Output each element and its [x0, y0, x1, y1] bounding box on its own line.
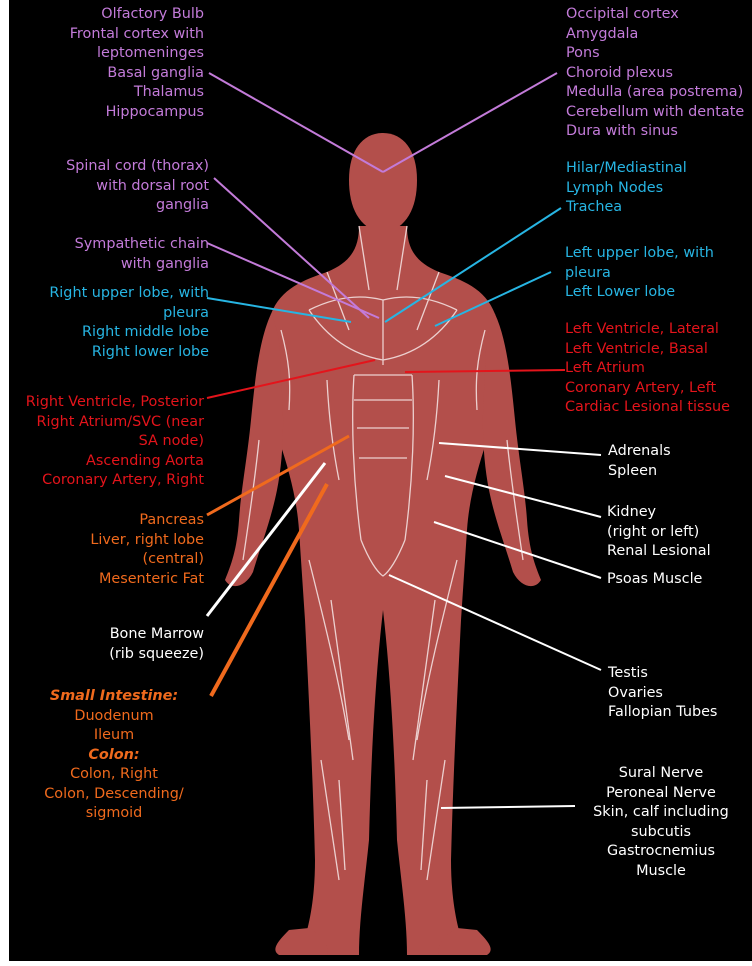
- label-line: Sural Nerve: [575, 764, 747, 784]
- leg-leader: [441, 806, 575, 808]
- label-line: Right lower lobe: [49, 343, 209, 363]
- reproductive-label: Testis Ovaries Fallopian Tubes: [608, 664, 717, 723]
- label-line: Coronary Artery, Right: [26, 471, 204, 491]
- label-line: Basal ganglia: [70, 64, 204, 84]
- label-line: Cardiac Lesional tissue: [565, 398, 730, 418]
- label-line: Medulla (area postrema): [566, 83, 744, 103]
- kidney-label: Kidney (right or left) Renal Lesional: [607, 503, 711, 562]
- diagram-canvas: Olfactory Bulb Frontal cortex with lepto…: [9, 0, 752, 961]
- label-line: Thalamus: [70, 83, 204, 103]
- label-line: Amygdala: [566, 25, 744, 45]
- label-line: Kidney: [607, 503, 711, 523]
- label-line: Choroid plexus: [566, 64, 744, 84]
- label-line: Ovaries: [608, 684, 717, 704]
- label-line: pleura: [565, 264, 714, 284]
- label-line: ganglia: [66, 196, 209, 216]
- body-silhouette: [225, 133, 541, 955]
- sympathetic-label: Sympathetic chain with ganglia: [75, 235, 209, 274]
- label-line: Gastrocnemius: [575, 842, 747, 862]
- brain-label-right: Occipital cortex Amygdala Pons Choroid p…: [566, 5, 744, 142]
- colon-heading: Colon:: [29, 746, 199, 766]
- small-intestine-heading: Small Intestine:: [29, 687, 199, 707]
- label-line: Liver, right lobe: [90, 531, 204, 551]
- label-line: Spleen: [608, 462, 671, 482]
- label-line: Ileum: [29, 726, 199, 746]
- label-line: Peroneal Nerve: [575, 784, 747, 804]
- leg-label: Sural Nerve Peroneal Nerve Skin, calf in…: [575, 764, 747, 881]
- label-line: (right or left): [607, 523, 711, 543]
- label-line: Lymph Nodes: [566, 179, 687, 199]
- right-lung-label: Right upper lobe, with pleura Right midd…: [49, 284, 209, 362]
- label-line: Left Atrium: [565, 359, 730, 379]
- brain-label-left: Olfactory Bulb Frontal cortex with lepto…: [70, 5, 204, 122]
- label-line: Right upper lobe, with: [49, 284, 209, 304]
- adrenal-label: Adrenals Spleen: [608, 442, 671, 481]
- label-line: leptomeninges: [70, 44, 204, 64]
- pancreas-label: Pancreas Liver, right lobe (central) Mes…: [90, 511, 204, 589]
- lymph-label: Hilar/Mediastinal Lymph Nodes Trachea: [566, 159, 687, 218]
- label-line: Adrenals: [608, 442, 671, 462]
- label-line: Right Ventricle, Posterior: [26, 393, 204, 413]
- brain-leader-left: [209, 73, 383, 172]
- label-line: Mesenteric Fat: [90, 570, 204, 590]
- spinal-label: Spinal cord (thorax) with dorsal root ga…: [66, 157, 209, 216]
- label-line: Colon, Right: [29, 765, 199, 785]
- label-line: Olfactory Bulb: [70, 5, 204, 25]
- label-line: Right middle lobe: [49, 323, 209, 343]
- label-line: Colon, Descending/: [29, 785, 199, 805]
- label-line: sigmoid: [29, 804, 199, 824]
- label-line: SA node): [26, 432, 204, 452]
- label-line: Pons: [566, 44, 744, 64]
- label-line: (central): [90, 550, 204, 570]
- label-line: Duodenum: [29, 707, 199, 727]
- label-line: Hilar/Mediastinal: [566, 159, 687, 179]
- label-line: Skin, calf including: [575, 803, 747, 823]
- label-line: Psoas Muscle: [607, 570, 702, 590]
- label-line: Coronary Artery, Left: [565, 379, 730, 399]
- head: [349, 133, 417, 234]
- label-line: with dorsal root: [66, 177, 209, 197]
- label-line: Trachea: [566, 198, 687, 218]
- label-line: with ganglia: [75, 255, 209, 275]
- label-line: Left Ventricle, Lateral: [565, 320, 730, 340]
- heart-label-left: Right Ventricle, Posterior Right Atrium/…: [26, 393, 204, 491]
- label-line: Bone Marrow: [109, 625, 204, 645]
- right-arm: [225, 314, 283, 586]
- label-line: Right Atrium/SVC (near: [26, 413, 204, 433]
- label-line: Renal Lesional: [607, 542, 711, 562]
- label-line: pleura: [49, 304, 209, 324]
- heart-label-right: Left Ventricle, Lateral Left Ventricle, …: [565, 320, 730, 418]
- intestine-label: Small Intestine: Duodenum Ileum Colon: C…: [29, 687, 199, 824]
- label-line: Ascending Aorta: [26, 452, 204, 472]
- label-line: subcutis: [575, 823, 747, 843]
- label-line: Spinal cord (thorax): [66, 157, 209, 177]
- label-line: Sympathetic chain: [75, 235, 209, 255]
- label-line: Cerebellum with dentate: [566, 103, 744, 123]
- label-line: Left Ventricle, Basal: [565, 340, 730, 360]
- label-line: Fallopian Tubes: [608, 703, 717, 723]
- label-line: Hippocampus: [70, 103, 204, 123]
- label-line: Dura with sinus: [566, 122, 744, 142]
- label-line: Occipital cortex: [566, 5, 744, 25]
- label-line: Testis: [608, 664, 717, 684]
- brain-leader-right: [383, 73, 557, 172]
- label-line: Muscle: [575, 862, 747, 882]
- psoas-label: Psoas Muscle: [607, 570, 702, 590]
- label-line: Left Lower lobe: [565, 283, 714, 303]
- label-line: (rib squeeze): [109, 645, 204, 665]
- label-line: Pancreas: [90, 511, 204, 531]
- label-line: Frontal cortex with: [70, 25, 204, 45]
- label-line: Left upper lobe, with: [565, 244, 714, 264]
- left-lung-label: Left upper lobe, with pleura Left Lower …: [565, 244, 714, 303]
- bone-marrow-label: Bone Marrow (rib squeeze): [109, 625, 204, 664]
